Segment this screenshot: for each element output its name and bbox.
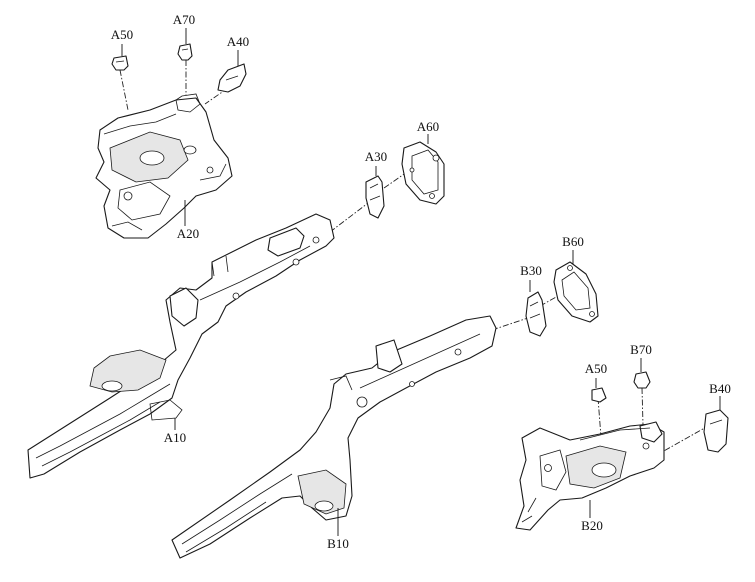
part-b70-bracket [633,371,651,389]
label-a10: A10 [164,430,186,445]
part-b10-frame-rail [171,315,497,559]
part-b30-plate [525,291,547,337]
part-a40-bracket [217,63,247,93]
label-b30: B30 [520,263,542,278]
part-a20-apron [95,93,233,239]
label-b50: A50 [585,361,607,376]
label-b40: B40 [709,381,731,396]
label-a20: A20 [177,226,199,241]
label-b10: B10 [327,536,349,551]
part-b20-apron [515,421,665,531]
assembly-line-b40 [661,424,711,453]
part-a30-plate [365,175,385,219]
label-a40: A40 [227,34,249,49]
assembly-line-b70 [641,387,644,426]
label-a50: A50 [111,27,133,42]
label-b70: B70 [630,342,652,357]
part-a50-bracket [111,55,129,71]
assembly-line-b30 [491,317,529,331]
label-b60: B60 [562,234,584,249]
part-b40-bracket [703,409,729,453]
part-b50-bracket [591,387,607,403]
label-a60: A60 [417,119,439,134]
leader-lines [121,28,721,536]
label-a30: A30 [365,149,387,164]
part-labels: A10 A20 A30 A40 A50 A60 A70 B10 B20 B30 … [111,12,731,551]
assembly-line-a50 [119,69,129,111]
part-a70-bracket [177,43,193,61]
part-a60-plate [401,141,445,205]
assembly-line-a30 [329,199,373,233]
label-a70: A70 [173,12,195,27]
part-a10-frame-rail [27,213,335,479]
label-b20: B20 [581,518,603,533]
part-b60-plate [553,261,599,323]
